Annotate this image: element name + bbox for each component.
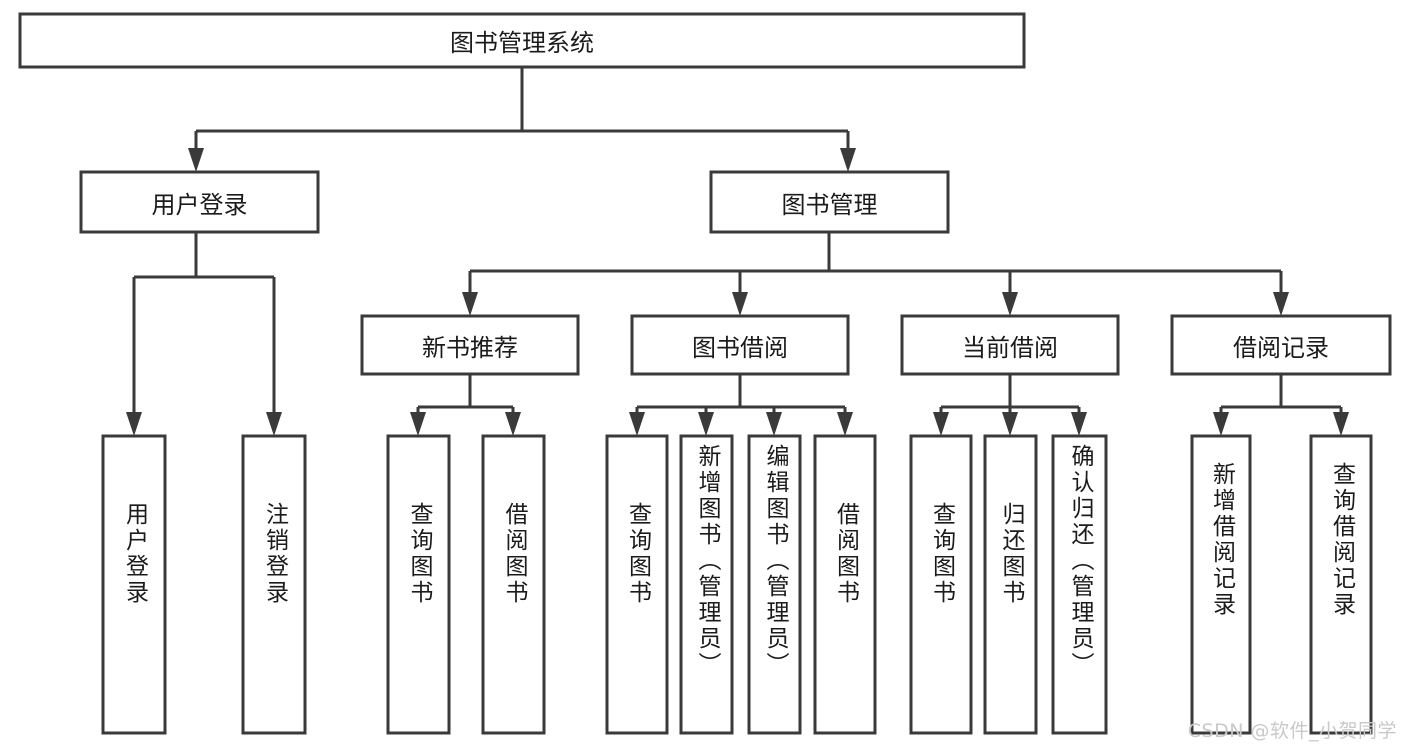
leaf-add-borrow-record[interactable] (1190, 434, 1252, 735)
leaf-edit-book-admin[interactable] (747, 434, 802, 735)
node-root[interactable] (18, 12, 1026, 69)
csdn-watermark: CSDN @软件_小贺同学 (1187, 720, 1397, 742)
node-new-book-recommend[interactable] (360, 314, 580, 376)
leaf-query-borrow-record[interactable] (1309, 434, 1373, 735)
leaf-query-book-borrow[interactable] (605, 434, 669, 735)
node-borrow-record[interactable] (1170, 314, 1392, 376)
connectors-root-to-level1 (188, 67, 856, 172)
leaf-logout[interactable] (241, 434, 307, 735)
connectors-userlogin-to-leaves (126, 232, 282, 436)
connectors-bookmgmt-to-level2 (462, 232, 1289, 316)
leaf-query-book-recommend[interactable] (386, 434, 451, 735)
connectors-bookborrow-to-leaves (629, 374, 853, 436)
node-book-management[interactable] (709, 170, 950, 234)
connectors-currentborrow-to-leaves (933, 374, 1087, 436)
leaf-add-book-admin[interactable] (679, 434, 734, 735)
leaf-return-book[interactable] (983, 434, 1038, 735)
leaf-confirm-return-admin[interactable] (1051, 434, 1108, 735)
connectors-newbook-to-leaves (410, 374, 521, 436)
leaf-borrow-book[interactable] (813, 434, 877, 735)
node-user-login[interactable] (79, 170, 320, 234)
leaf-user-login[interactable] (101, 434, 167, 735)
connectors-borrowrecord-to-leaves (1213, 374, 1349, 436)
node-book-borrow[interactable] (630, 314, 850, 376)
node-current-borrow[interactable] (900, 314, 1120, 376)
leaf-borrow-book-recommend[interactable] (481, 434, 546, 735)
leaf-query-book-current[interactable] (909, 434, 973, 735)
